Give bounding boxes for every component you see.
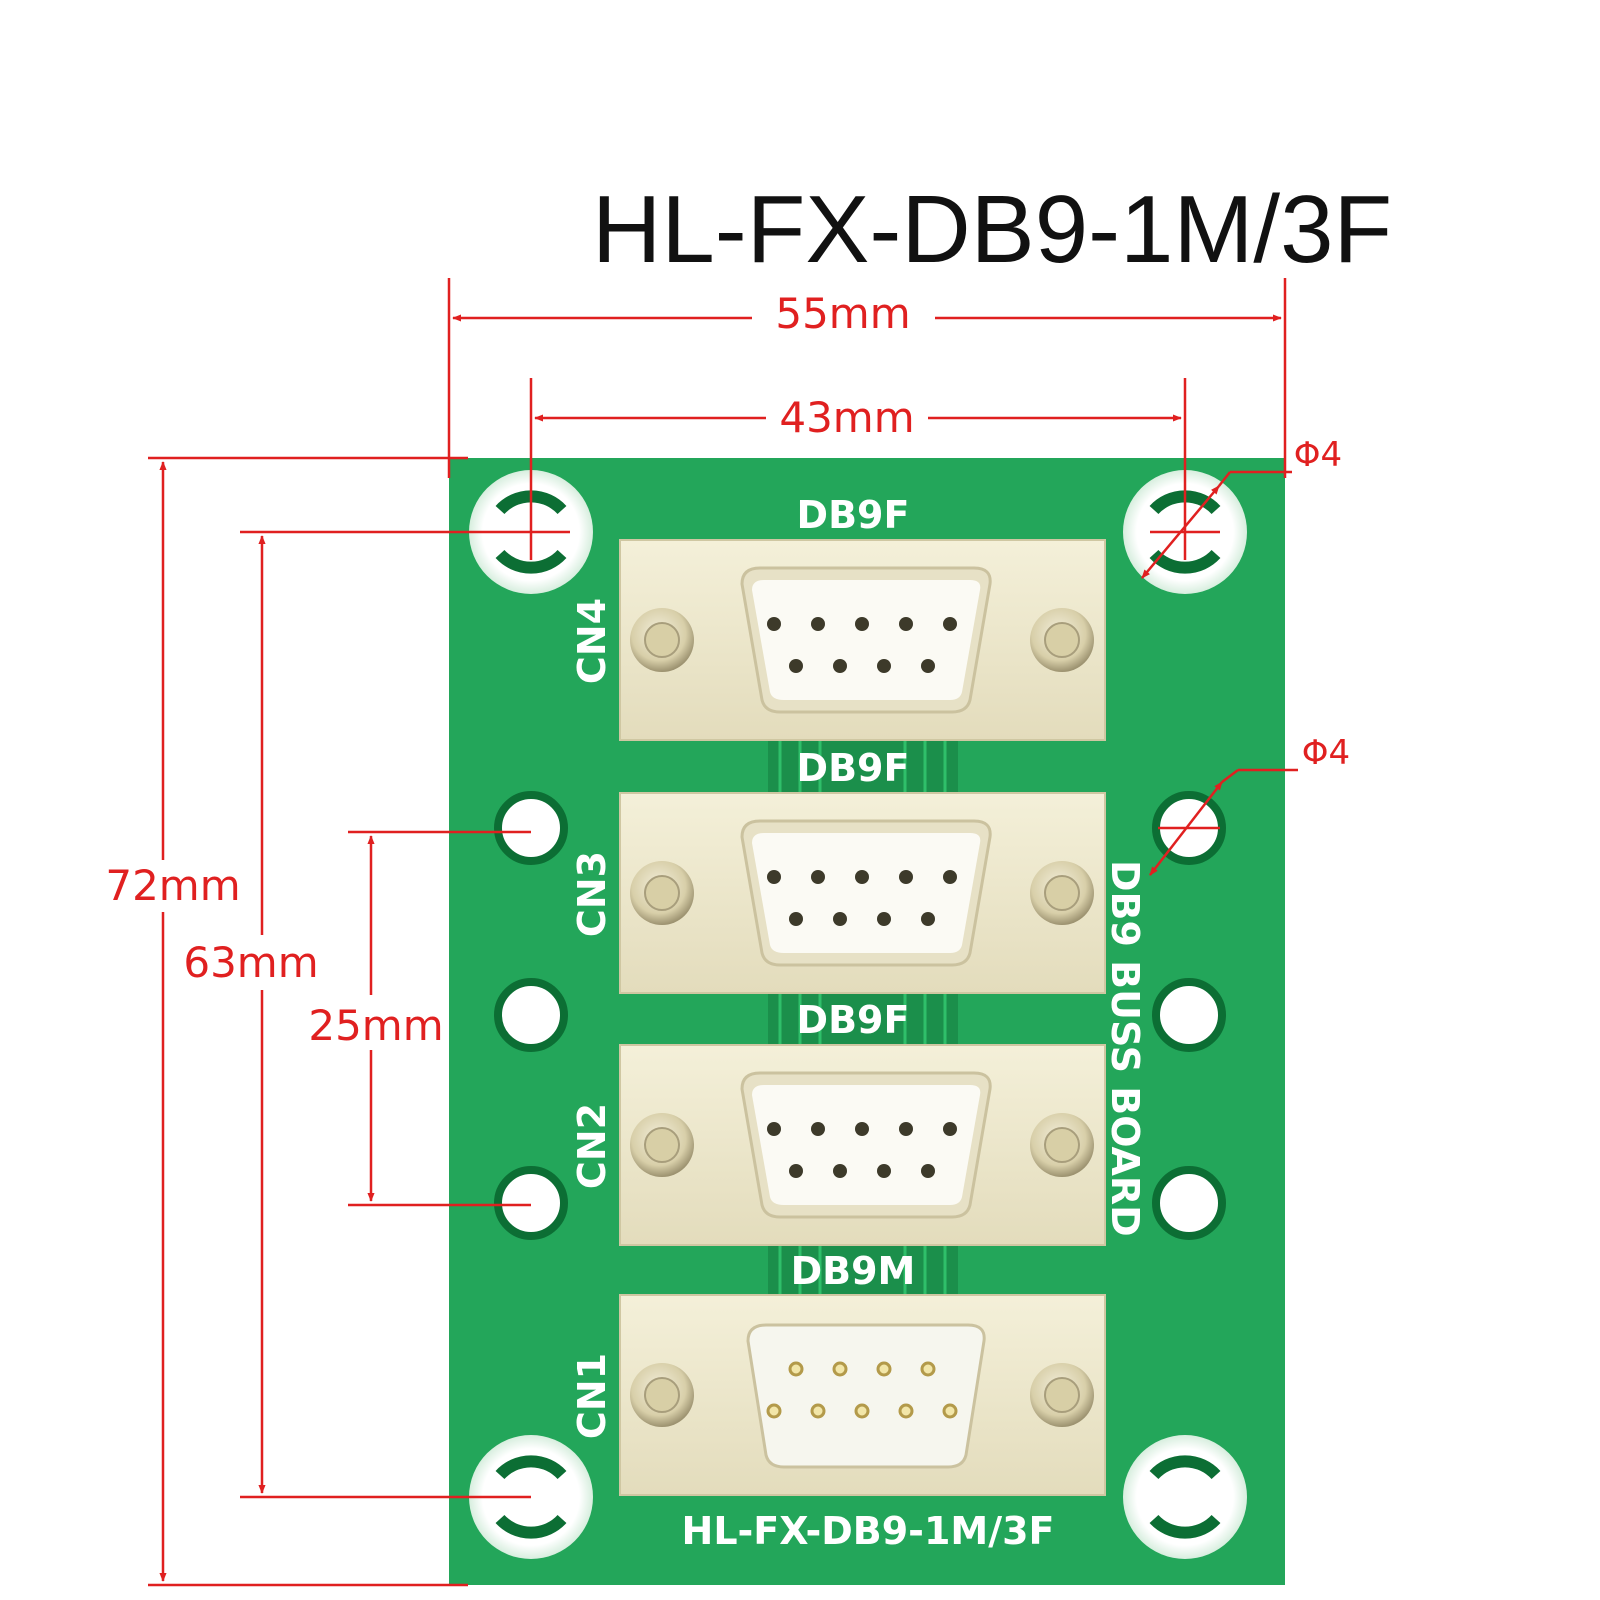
dim-hole-diameter-side: Φ4 xyxy=(1302,733,1350,773)
connector-id-label-cn2: CN2 xyxy=(570,1103,614,1189)
dim-inner-hole-spacing: 25mm xyxy=(308,1001,443,1050)
pcb-board: DB9F DB9F DB9F DB9M CN4 CN3 CN2 CN1 DB9 … xyxy=(449,458,1285,1585)
side-hole-right-2 xyxy=(1152,978,1226,1052)
connector-cn3 xyxy=(619,792,1106,994)
side-hole-left-3 xyxy=(494,1166,568,1240)
dimension-lines xyxy=(148,278,1298,1587)
connector-id-label-cn3: CN3 xyxy=(570,851,614,937)
mounting-hole-bottom-right xyxy=(1123,1435,1247,1559)
side-hole-right-3 xyxy=(1152,1166,1226,1240)
side-hole-left-1 xyxy=(494,791,568,865)
connector-type-label-cn4: DB9F xyxy=(797,493,910,537)
connector-id-label-cn1: CN1 xyxy=(570,1353,614,1439)
dim-hole-spacing-y: 63mm xyxy=(183,938,318,987)
connector-cn1 xyxy=(619,1294,1106,1496)
board-side-label: DB9 BUSS BOARD xyxy=(1103,860,1147,1237)
board-model-label: HL-FX-DB9-1M/3F xyxy=(682,1509,1055,1553)
side-hole-left-2 xyxy=(494,978,568,1052)
connector-cn2 xyxy=(619,1044,1106,1246)
connector-cn4 xyxy=(619,539,1106,741)
connector-type-label-cn1: DB9M xyxy=(791,1249,916,1293)
dim-height-overall: 72mm xyxy=(105,861,240,910)
connector-id-label-cn4: CN4 xyxy=(570,598,614,684)
dim-hole-spacing-x: 43mm xyxy=(779,393,914,442)
dim-width-overall: 55mm xyxy=(775,289,910,338)
connector-type-label-cn2: DB9F xyxy=(797,998,910,1042)
connector-type-label-cn3: DB9F xyxy=(797,746,910,790)
page-title: HL-FX-DB9-1M/3F xyxy=(592,176,1392,283)
dim-hole-diameter-corner: Φ4 xyxy=(1294,435,1342,475)
